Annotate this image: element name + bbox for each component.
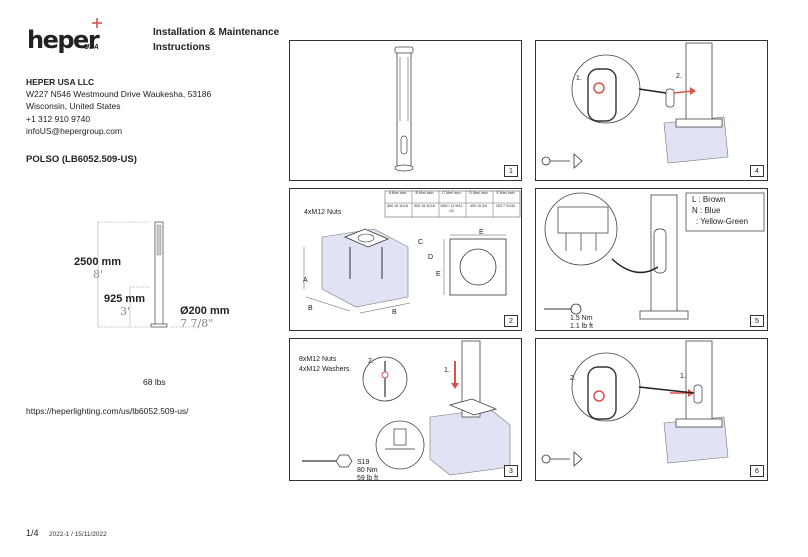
step-number: 6 [750,465,764,477]
brand-plus-icon [92,18,102,28]
nuts-label: 4xM12 Nuts [304,209,342,216]
pole-illustration [394,46,414,172]
table-value-cell: M20 / 12 M12 1/2 [440,204,463,213]
window-mm: 925 mm [104,293,145,305]
page-footer: 1/4 2022-1 / 15/11/2022 [26,528,107,538]
table-header-cell: C Mm/ inch [442,191,461,195]
step-1-label: 1. [444,367,450,374]
company-name: HEPER USA LLC [26,77,95,87]
dim-e2: E [436,271,441,278]
legend-neutral: N : Blue [692,206,721,215]
company-address1: W227 N546 Westmound Drive Waukesha, 5318… [26,89,212,100]
table-value-cell: 500 19 11/16 [387,204,408,208]
foundation-spec-table: A Mm/ inch B Mm/ inch C Mm/ inch D Mm/ inch… [384,190,519,216]
step-panel-2: 4xM12 Nuts A B B C D E E 2 [289,188,522,331]
document-title-line2: Instructions [153,42,211,53]
window-ft: 3' [120,305,131,318]
brand-logo-sub: USA [84,44,99,51]
close-cover-illustration [541,340,729,467]
dim-b2: B [392,309,397,316]
document-title-line1: Installation & Maintenance [153,27,280,38]
legend-ground: : Yellow-Green [696,217,749,226]
foundation-dimension-illustration [303,190,521,314]
document-title: Installation & Maintenance Instructions [153,25,283,55]
torque-nm: 1.5 Nm [570,315,593,322]
company-info: HEPER USA LLC W227 N546 Westmound Drive … [26,76,211,137]
nuts-label: 8xM12 Nuts [299,356,337,363]
step-number: 1 [504,165,518,177]
legend-live: L : Brown [692,195,726,204]
dim-d: D [428,254,434,261]
torque-ft: 59 lb ft [357,475,379,482]
washers-label: 4xM12 Washers [299,366,350,373]
height-ft: 8' [93,268,104,281]
step-2-label: 2. [570,375,576,382]
dim-c: C [418,239,424,246]
anchor-install-illustration [302,340,511,476]
step-number: 2 [504,315,518,327]
company-address2: Wisconsin, United States [26,101,121,112]
dim-a: A [303,277,308,284]
step-panel-1: 1 [289,40,522,181]
torque-nm: 80 Nm [357,467,378,474]
dim-e: E [479,229,484,236]
wrench-size: S19 [357,459,370,466]
step-2-label: 2. [368,358,374,365]
table-header-cell: B Mm/ inch [415,191,434,195]
wiring-illustration [544,192,765,320]
table-header-cell: D Mm/ inch [469,191,488,195]
table-header-cell: E Mm/ inch [496,191,515,195]
brand-logo: heper [27,26,100,54]
height-mm: 2500 mm [74,256,122,268]
step-2-label: 2. [676,73,682,80]
step-1-label: 1. [680,373,686,380]
step-number: 5 [750,315,764,327]
company-email: infoUS@hepergroup.com [26,125,123,136]
company-phone: +1 312 910 9740 [26,113,91,124]
product-url[interactable]: https://heperlighting.com/us/lb6052.509-… [26,406,189,416]
step-number: 3 [504,465,518,477]
page-number: 1/4 [26,528,39,538]
step-number: 4 [750,165,764,177]
table-value-cell: 203 7 31/32 [496,204,515,208]
revision-date: 2022-1 / 15/11/2022 [49,531,107,538]
diameter-in: 7 7/8" [180,317,214,330]
step-panel-4: 1. 2. 4 [535,40,768,181]
open-cover-illustration [541,42,729,169]
table-value-cell: 500 19 11/16 [414,204,435,208]
diameter-mm: Ø200 mm [180,305,230,317]
table-value-cell: 400 15 3/4 [470,204,487,208]
step-1-label: 1. [576,75,582,82]
product-weight: 68 lbs [143,377,166,387]
step-panel-3: 8xM12 Nuts 4xM12 Washers 2. 1. S19 80 Nm… [289,338,522,482]
step-panel-5: L : Brown N : Blue : Yellow-Green 1.5 Nm… [535,188,768,331]
dim-b: B [308,305,313,312]
step-panel-6: 1. 2. 6 [535,338,768,481]
torque-ft: 1.1 lb ft [570,323,593,330]
product-name: POLSO (LB6052.509-US) [26,154,137,165]
table-header-cell: A Mm/ inch [388,191,407,195]
